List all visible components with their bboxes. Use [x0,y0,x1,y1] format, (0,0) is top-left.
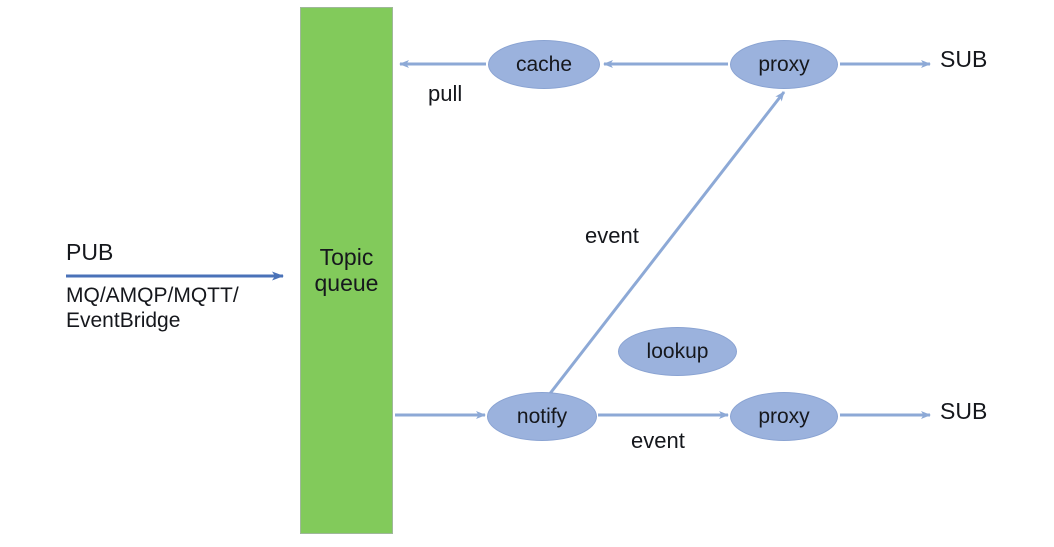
label-event-diagonal: event [585,223,639,248]
node-proxy-top[interactable]: proxy [730,40,838,89]
label-pub: PUB [66,239,114,265]
label-pub-protocols: MQ/AMQP/MQTT/ EventBridge [66,284,239,333]
node-lookup[interactable]: lookup [618,327,737,376]
label-sub-top: SUB [940,46,988,72]
label-pull: pull [428,81,463,106]
label-sub-bottom: SUB [940,398,988,424]
node-notify[interactable]: notify [487,392,597,441]
node-proxy-bottom[interactable]: proxy [730,392,838,441]
node-cache[interactable]: cache [488,40,600,89]
label-event-bottom: event [631,428,685,453]
edge-notify-to-proxy-top [543,91,786,401]
node-topic-queue[interactable]: Topic queue [300,7,393,534]
